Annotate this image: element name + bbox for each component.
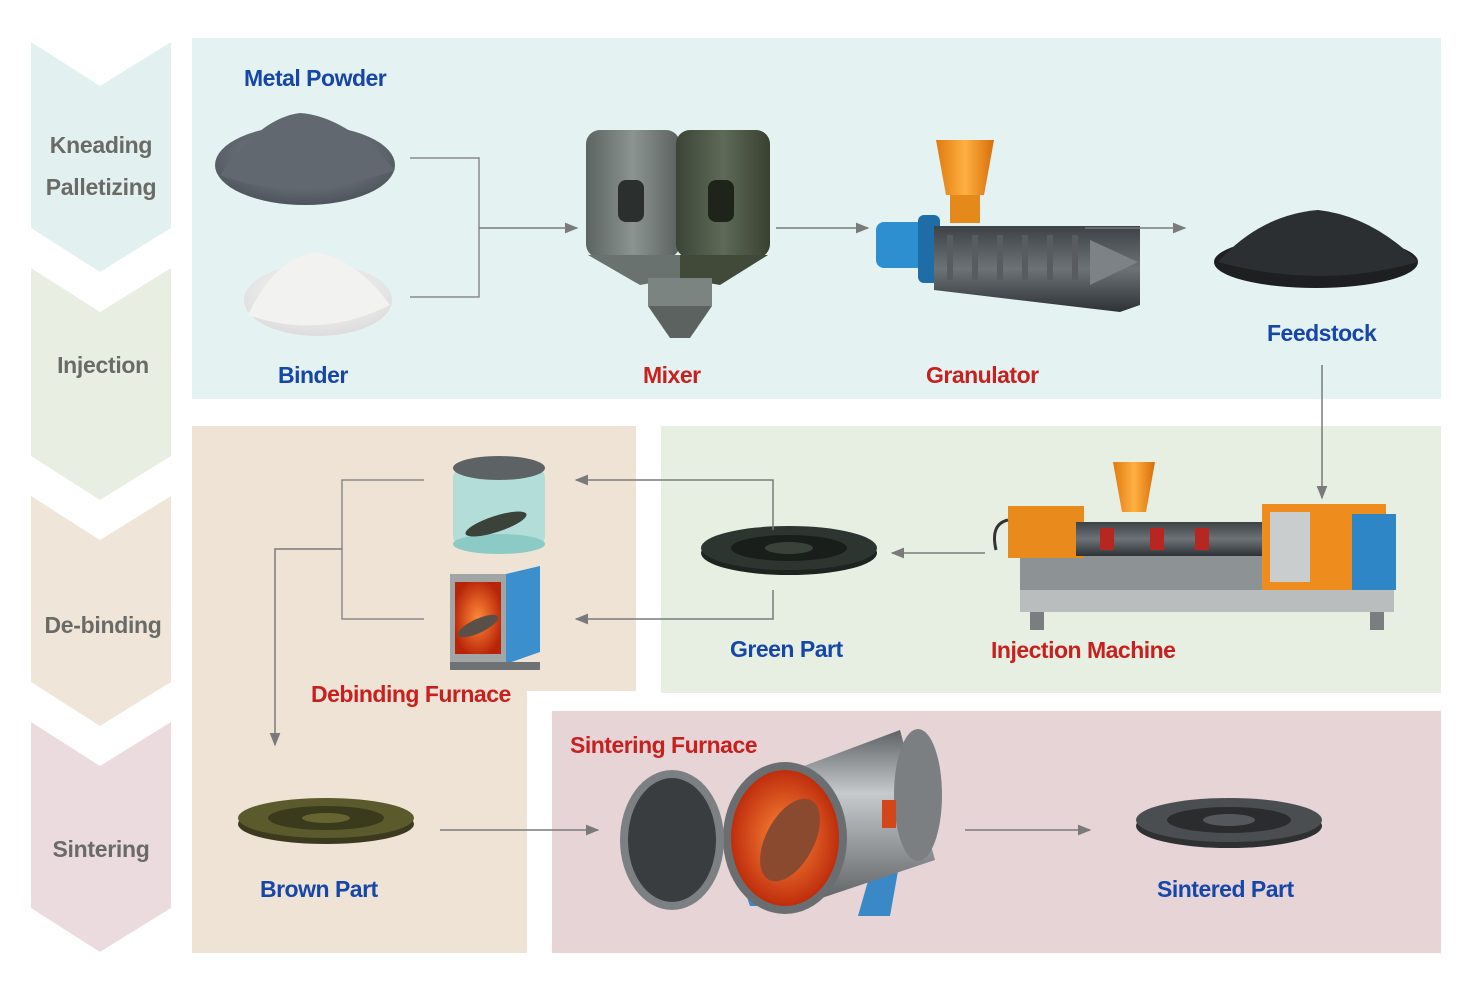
label-sintering-furnace: Sintering Furnace — [570, 732, 758, 758]
step-kneading-label: Kneading Palletizing — [31, 124, 171, 208]
label-metal-powder: Metal Powder — [244, 65, 387, 91]
panel-kneading — [192, 38, 1441, 399]
mixer-illustration — [586, 130, 770, 338]
injection-machine-illustration — [993, 462, 1396, 630]
debinding-oven-illustration — [450, 566, 540, 670]
metal-powder-peak — [220, 113, 395, 189]
connector-powder-to-mixer — [410, 157, 480, 298]
sintering-furnace-illustration — [620, 729, 942, 916]
step-chevron-sintering — [31, 722, 171, 952]
label-sintered-part: Sintered Part — [1157, 876, 1294, 902]
solvent-jar-illustration — [453, 456, 545, 554]
label-brown-part: Brown Part — [260, 876, 378, 902]
label-binder: Binder — [278, 362, 348, 388]
connector-green-to-debind-top — [574, 474, 774, 530]
brown-part-illustration — [238, 798, 414, 844]
label-feedstock: Feedstock — [1267, 320, 1377, 346]
connector-green-to-debind-bottom — [574, 590, 774, 625]
connector-debind-merge — [341, 479, 424, 620]
sintered-part-illustration — [1136, 798, 1322, 848]
label-debinding-furnace: Debinding Furnace — [311, 681, 511, 707]
step-chevron-debinding — [31, 496, 171, 726]
green-part-illustration — [701, 526, 877, 575]
step-chevron-kneading — [31, 42, 171, 272]
step-debinding-label: De-binding — [44, 612, 162, 638]
label-injection-machine: Injection Machine — [991, 637, 1176, 663]
label-granulator: Granulator — [926, 362, 1039, 388]
arrow-debind-to-brown-part — [269, 548, 342, 747]
step-kneading-line1: Kneading — [49, 132, 153, 158]
label-mixer: Mixer — [643, 362, 701, 388]
step-injection-label: Injection — [57, 352, 149, 378]
step-kneading-line2: Palletizing — [45, 174, 157, 200]
panel-debinding-top — [192, 426, 636, 691]
granulator-illustration — [876, 140, 1140, 312]
feedstock-peak — [1218, 210, 1418, 276]
step-chevron-injection — [31, 268, 171, 500]
binder-peak — [248, 252, 390, 326]
step-sintering-label: Sintering — [52, 836, 150, 862]
label-green-part: Green Part — [730, 636, 843, 662]
